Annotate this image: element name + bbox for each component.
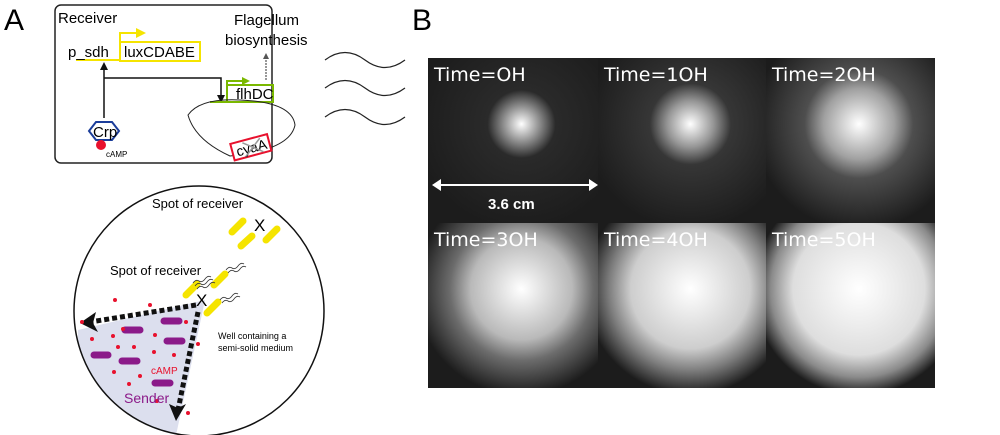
time-label: Time=5OH — [772, 229, 876, 251]
time-label: Time=1OH — [604, 64, 708, 86]
time-frame-0: Time=OH — [428, 58, 598, 223]
spread-arrows — [80, 302, 201, 421]
camp-label: cAMP — [151, 366, 178, 377]
camp-dot — [96, 140, 106, 150]
sender-cells — [90, 317, 186, 387]
spot-label-2: Spot of receiver — [110, 263, 202, 278]
cyaa-deleted-box — [229, 132, 273, 162]
scale-bar-label: 3.6 cm — [488, 196, 535, 213]
panel-b-label: B — [412, 4, 433, 37]
panel-a-label: A — [4, 4, 25, 37]
time-label: Time=4OH — [604, 229, 708, 251]
time-frame-5: Time=5OH — [766, 223, 935, 388]
time-label: Time=OH — [434, 64, 526, 86]
time-frame-3: Time=3OH — [428, 223, 598, 388]
cell-outline — [187, 99, 296, 157]
well-label-1: Well containing a — [218, 331, 286, 341]
flhdc-label: flhDC — [236, 86, 274, 103]
time-frame-4: Time=4OH — [598, 223, 766, 388]
lux-gene-label: luxCDABE — [124, 44, 195, 61]
time-label: Time=3OH — [434, 229, 538, 251]
time-frame-2: Time=2OH — [766, 58, 935, 223]
receiver-title: Receiver — [58, 10, 117, 27]
x-mark-1: X — [254, 216, 265, 235]
well-label-2: semi-solid medium — [218, 343, 293, 353]
lux-gene-box — [119, 41, 201, 62]
camp-label-top: cAMP — [106, 150, 127, 159]
camp-molecules — [80, 298, 200, 415]
crp-label: Crp — [93, 124, 117, 141]
flhdc-gene-box — [226, 84, 274, 103]
promoter-label: p_sdh — [68, 44, 109, 61]
x-mark-2: X — [196, 291, 207, 310]
flagella-squiggles — [192, 262, 247, 304]
time-label: Time=2OH — [772, 64, 876, 86]
time-frame-1: Time=1OH — [598, 58, 766, 223]
flagellum-label-1: Flagellum — [234, 12, 299, 29]
crp-hexagon — [87, 121, 121, 141]
scale-bar — [432, 178, 598, 192]
flagellum-label-2: biosynthesis — [225, 32, 308, 49]
sender-label: Sender — [124, 390, 169, 406]
spot-label-1: Spot of receiver — [152, 196, 244, 211]
well-circle — [73, 185, 325, 435]
flagella-waves — [324, 51, 406, 126]
